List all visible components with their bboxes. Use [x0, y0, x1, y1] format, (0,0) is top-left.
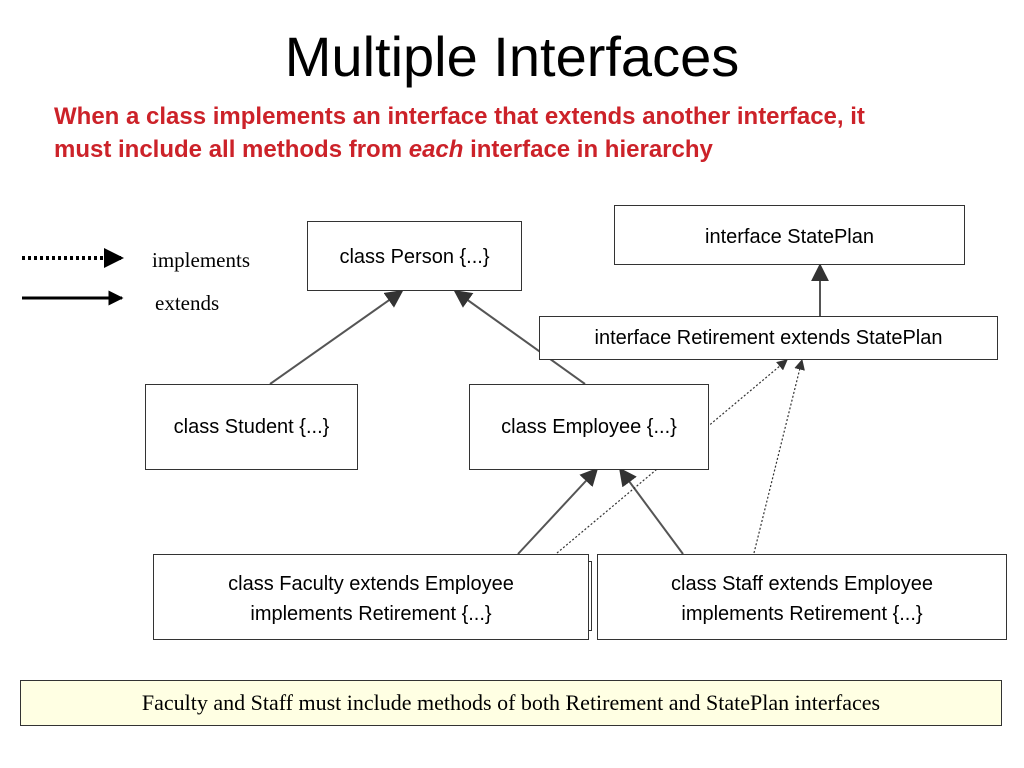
student-box-label: class Student {...}: [173, 416, 330, 438]
student-extends-person-arrow: [269, 289, 404, 385]
staff-implements-retirement-arrow: [753, 358, 805, 554]
slide-title: Multiple Interfaces: [284, 25, 740, 88]
person-box-label: class Person {...}: [339, 246, 490, 268]
employee-box: class Employee {...}: [469, 384, 709, 470]
subtitle-emphasis: each: [408, 136, 464, 163]
stateplan-box: interface StatePlan: [614, 205, 965, 265]
slide-subtitle: When a class implements an interface tha…: [54, 100, 894, 166]
subtitle-part2: interface in hierarchy: [463, 136, 713, 163]
legend-extends-label: extends: [155, 291, 220, 315]
legend-implements-label: implements: [152, 248, 250, 272]
faculty-box: class Faculty extends Employee implement…: [153, 554, 589, 640]
summary-note: Faculty and Staff must include methods o…: [20, 680, 1002, 726]
retirement-box-label: interface Retirement extends StatePlan: [594, 327, 943, 349]
staff-box-line2: implements Retirement {...}: [681, 603, 923, 625]
faculty-box-line2: implements Retirement {...}: [250, 603, 492, 625]
retirement-box: interface Retirement extends StatePlan: [539, 316, 998, 360]
staff-extends-employee-arrow: [618, 467, 684, 555]
staff-box: class Staff extends Employee implements …: [597, 554, 1007, 640]
faculty-box-line1: class Faculty extends Employee: [228, 573, 514, 595]
person-box: class Person {...}: [307, 221, 522, 291]
subtitle-part1: When a class implements an interface tha…: [54, 103, 865, 163]
employee-box-label: class Employee {...}: [501, 416, 677, 438]
staff-box-line1: class Staff extends Employee: [671, 573, 933, 595]
student-box: class Student {...}: [145, 384, 358, 470]
faculty-extends-employee-arrow: [517, 467, 599, 555]
stateplan-box-label: interface StatePlan: [705, 226, 874, 248]
